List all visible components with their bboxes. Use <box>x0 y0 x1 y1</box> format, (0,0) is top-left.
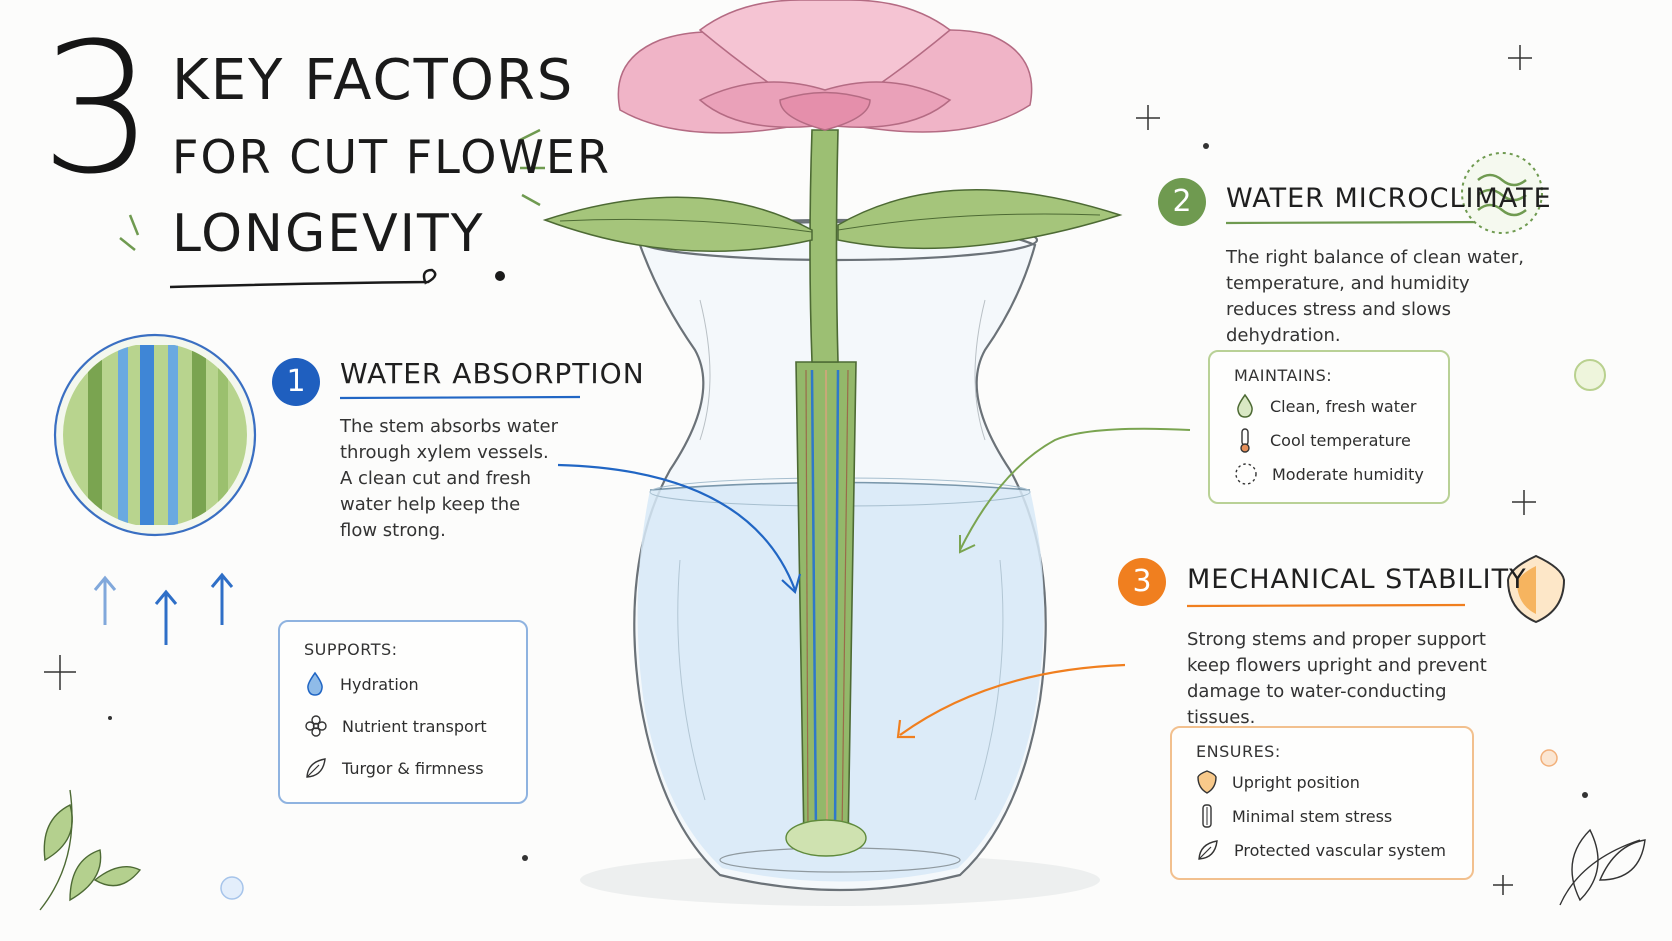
factor-3-badge: 3 <box>1118 558 1166 606</box>
leaf-icon <box>306 758 326 778</box>
stem-icon <box>1202 804 1212 828</box>
card-item-label: Protected vascular system <box>1234 840 1446 860</box>
card-item-label: Minimal stem stress <box>1232 806 1393 826</box>
factor-2-card-title: MAINTAINS: <box>1234 366 1333 385</box>
flower-icon <box>305 715 327 737</box>
card-item: Clean, fresh water <box>1234 389 1448 423</box>
card-item: Protected vascular system <box>1196 833 1472 867</box>
card-item: Hydration <box>304 667 526 701</box>
factor-3-card-title: ENSURES: <box>1196 742 1281 761</box>
card-item: Upright position <box>1196 765 1472 799</box>
factor-2-heading: WATER MICROCLIMATE <box>1226 183 1552 214</box>
card-item: Cool temperature <box>1234 423 1448 457</box>
title-line-2: FOR CUT FLOWER <box>172 130 611 184</box>
factor-3-description: Strong stems and proper support keep flo… <box>1187 629 1487 728</box>
shield-icon <box>1197 770 1217 794</box>
card-item-label: Nutrient transport <box>342 716 487 736</box>
factor-3-card: ENSURES: Upright position Minimal stem s… <box>1170 726 1474 880</box>
factor-1-badge: 1 <box>272 358 320 406</box>
factor-2-description: The right balance of clean water, temper… <box>1226 247 1525 346</box>
card-item: Minimal stem stress <box>1196 799 1472 833</box>
title-line-1: KEY FACTORS <box>172 48 575 113</box>
factor-2-badge: 2 <box>1158 178 1206 226</box>
card-item: Nutrient transport <box>304 709 526 743</box>
card-item-label: Hydration <box>340 674 419 694</box>
factor-2-card: MAINTAINS: Clean, fresh water Cool tempe… <box>1208 350 1450 504</box>
thermometer-icon <box>1240 428 1250 453</box>
card-item-label: Clean, fresh water <box>1270 396 1417 416</box>
factor-1-heading: WATER ABSORPTION <box>340 357 645 390</box>
title-line-3: LONGEVITY <box>172 204 485 264</box>
water-drop-icon <box>1237 393 1253 418</box>
waves-icon <box>1461 152 1543 234</box>
humidity-icon <box>1235 463 1257 485</box>
title-number: 3 <box>40 5 156 214</box>
water-drop-icon <box>307 671 323 696</box>
factor-1-card-title: SUPPORTS: <box>304 640 398 659</box>
card-item-label: Turgor & firmness <box>342 758 484 778</box>
card-item-label: Moderate humidity <box>1272 464 1424 484</box>
card-item-label: Upright position <box>1232 772 1360 792</box>
leaf-icon <box>1198 840 1218 860</box>
card-item: Moderate humidity <box>1234 457 1448 491</box>
card-item-label: Cool temperature <box>1270 430 1411 450</box>
factor-1-card: SUPPORTS: Hydration Nutrient transport T… <box>278 620 528 804</box>
factor-3-heading: MECHANICAL STABILITY <box>1187 564 1527 595</box>
factor-1-description: The stem absorbs water through xylem ves… <box>340 416 559 541</box>
card-item: Turgor & firmness <box>304 751 526 785</box>
